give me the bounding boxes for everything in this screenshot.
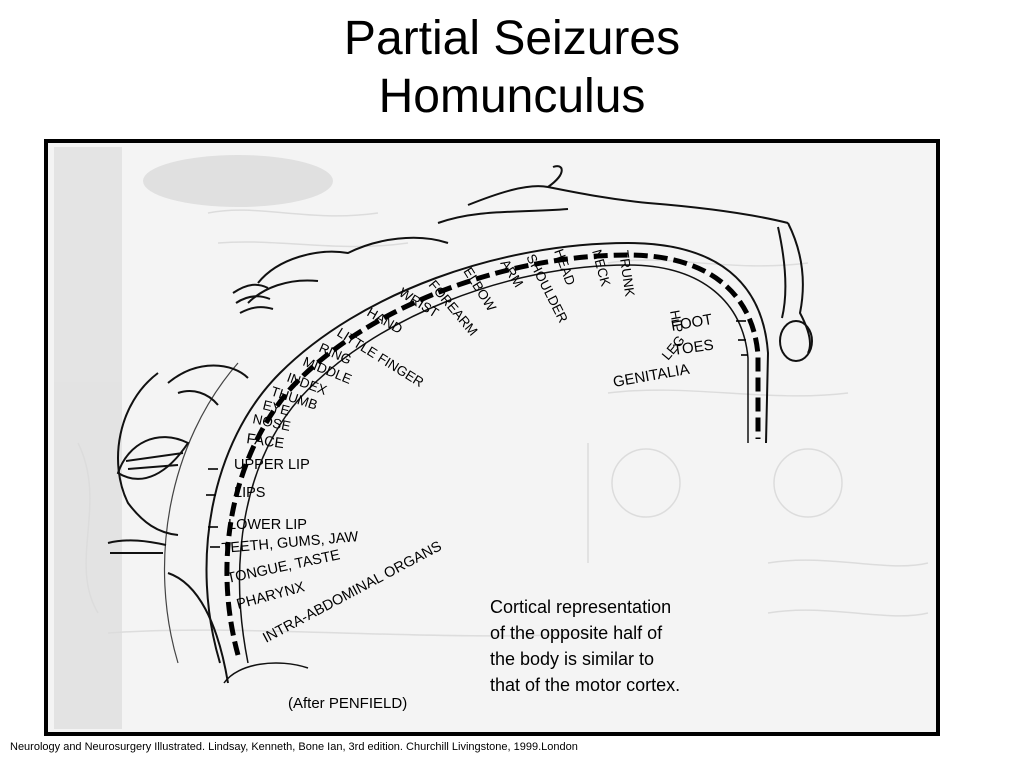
body-outline-top [467, 165, 789, 224]
note-text: Cortical representation of the opposite … [490, 597, 680, 695]
homunculus-body [107, 165, 813, 684]
faded-line [77, 442, 99, 614]
source-caption: Neurology and Neurosurgery Illustrated. … [10, 741, 578, 753]
slide-title: Partial Seizures Homunculus [0, 10, 1024, 126]
note-line-3: the body is similar to [490, 649, 654, 669]
faded-blob [143, 155, 333, 207]
label-genitalia: GENITALIA [612, 361, 691, 391]
label-lower-lip: LOWER LIP [228, 517, 307, 533]
faded-circle [611, 448, 681, 518]
label-neck: NECK [589, 248, 613, 288]
title-line-2: Homunculus [378, 70, 646, 123]
sensory-strip [224, 252, 761, 656]
faded-line [767, 609, 929, 617]
hand-outline [247, 279, 319, 304]
faded-circle [773, 448, 843, 518]
head-outline [167, 364, 249, 384]
face-outline [117, 372, 179, 536]
label-group-lower: FACE UPPER LIP LIPS LOWER LIP TEETH, GUM… [221, 431, 445, 646]
arm-outline [257, 236, 449, 284]
label-foot: FOOT [670, 311, 714, 335]
leader-ticks [206, 320, 748, 548]
sulcus-line [163, 362, 239, 664]
pharynx-outline [223, 662, 309, 684]
label-eye: EYE [261, 397, 291, 418]
faded-background [54, 147, 929, 729]
tongue-outline [167, 572, 229, 684]
label-pharynx: PHARYNX [235, 579, 307, 613]
lips-outline [116, 436, 190, 480]
note-line-1: Cortical representation [490, 597, 671, 617]
label-lips: LIPS [234, 485, 265, 501]
body-outline-mid [437, 208, 569, 224]
label-hip: HIP [667, 309, 686, 334]
faded-line [207, 209, 379, 217]
faded-line [767, 559, 929, 567]
faded-line [107, 629, 609, 637]
note-line-4: that of the motor cortex. [490, 675, 680, 695]
faded-line [607, 389, 849, 397]
homunculus-diagram: LEG HIP TRUNK NECK HEAD SHOULDER ARM ELB… [54, 147, 929, 729]
faded-line [607, 259, 809, 267]
lips-line [125, 452, 184, 470]
note-line-2: of the opposite half of [490, 623, 663, 643]
cortex-inner-outline [238, 264, 749, 664]
leg-inner-outline [777, 226, 787, 319]
label-trunk: TRUNK [616, 249, 637, 297]
label-upper-lip: UPPER LIP [234, 457, 310, 473]
label-face: FACE [245, 431, 285, 452]
leg-outline [787, 222, 811, 354]
faded-bar [54, 147, 122, 729]
title-line-1: Partial Seizures [343, 12, 681, 65]
label-elbow: ELBOW [460, 265, 499, 315]
homunculus-figure: LEG HIP TRUNK NECK HEAD SHOULDER ARM ELB… [44, 139, 940, 736]
eye-outline [177, 390, 219, 406]
finger-outline [232, 283, 274, 314]
label-hand: HAND [365, 305, 406, 337]
credit-text: (After PENFIELD) [288, 695, 407, 712]
label-toes: TOES [672, 336, 715, 358]
label-head: HEAD [551, 247, 578, 288]
jaw-outline [107, 539, 167, 554]
cortex-outer-outline [205, 241, 770, 664]
faded-line [217, 241, 409, 248]
foot-outline [779, 320, 813, 362]
